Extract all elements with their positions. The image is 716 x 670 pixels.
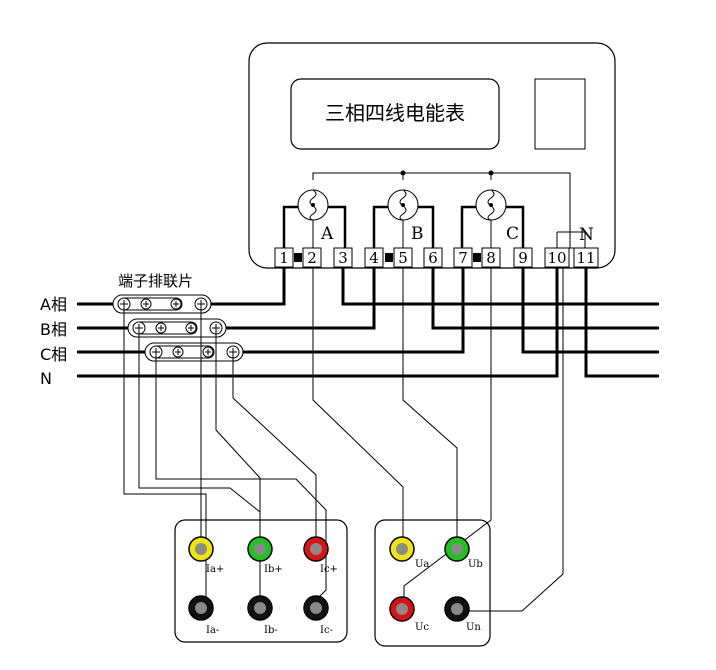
bus-c-load	[521, 267, 659, 354]
terminal-2	[302, 247, 322, 268]
socket-uc[interactable]	[389, 596, 415, 622]
socket-label: Ic+	[320, 564, 338, 575]
socket-ia-minus[interactable]	[188, 595, 214, 621]
socket-ub[interactable]	[444, 536, 470, 562]
terminal-label: 4	[369, 249, 379, 267]
current-test-box	[174, 519, 348, 643]
lead-ua	[312, 267, 404, 537]
socket-ua[interactable]	[389, 536, 415, 562]
line-label-n: N	[40, 369, 52, 388]
connector-strip-a	[112, 294, 212, 314]
socket-label: Ib+	[264, 564, 283, 575]
socket-ia-plus[interactable]	[188, 536, 214, 562]
shorting-link	[473, 253, 481, 262]
socket-label: Ib-	[264, 625, 278, 636]
socket-ic-minus[interactable]	[303, 595, 329, 621]
lead-ib-plus	[215, 328, 261, 537]
line-label-b: B相	[40, 320, 67, 339]
phase-mark-c: C	[506, 224, 519, 244]
socket-label: Ia-	[206, 625, 219, 636]
bus-n-source	[77, 267, 559, 378]
phase-mark-a: A	[320, 224, 334, 244]
terminal-label: 8	[486, 249, 496, 267]
terminal-label: 2	[307, 249, 317, 267]
terminal-label: 10	[547, 249, 566, 267]
voltage-test-box	[374, 519, 491, 647]
lead-ic-plus	[232, 352, 317, 537]
line-label-a: A相	[40, 295, 67, 314]
junction-dot	[488, 170, 494, 176]
socket-un[interactable]	[444, 596, 470, 622]
lead-un	[469, 267, 564, 612]
socket-ib-minus[interactable]	[247, 595, 273, 621]
connector-strip-b	[127, 318, 227, 338]
shorting-link	[385, 253, 393, 262]
meter-display	[290, 78, 500, 150]
bus-a-load	[341, 267, 659, 306]
terminal-label: 1	[279, 249, 289, 267]
lead-ub	[402, 267, 458, 537]
terminal-label: 3	[338, 249, 348, 267]
terminal-label: 9	[518, 249, 528, 267]
junction-dot	[400, 170, 406, 176]
phase-mark-b: B	[411, 224, 424, 244]
line-label-c: C相	[40, 345, 67, 364]
socket-ib-plus[interactable]	[247, 536, 273, 562]
lead-ic-minus	[155, 352, 327, 601]
terminal-label: 6	[428, 249, 438, 267]
connector-label: 端子排联片	[118, 272, 193, 290]
socket-label: Un	[466, 622, 481, 633]
socket-label: Uc	[415, 622, 429, 633]
shorting-link	[294, 253, 302, 262]
meter-title: 三相四线电能表	[325, 101, 465, 125]
phase-mark-n: N	[579, 225, 594, 245]
socket-label: Ia+	[206, 564, 224, 575]
bus-n-load	[584, 267, 659, 378]
socket-label: Ic-	[320, 625, 333, 636]
socket-ic-plus[interactable]	[303, 536, 329, 562]
terminal-label: 11	[576, 249, 595, 267]
bus-b-load	[431, 267, 659, 330]
terminal-label: 7	[458, 249, 468, 267]
meter-window	[534, 78, 586, 150]
terminal-label: 5	[398, 249, 408, 267]
socket-label: Ua	[415, 559, 429, 570]
socket-label: Ub	[468, 559, 483, 570]
connector-strip-c	[144, 342, 244, 362]
